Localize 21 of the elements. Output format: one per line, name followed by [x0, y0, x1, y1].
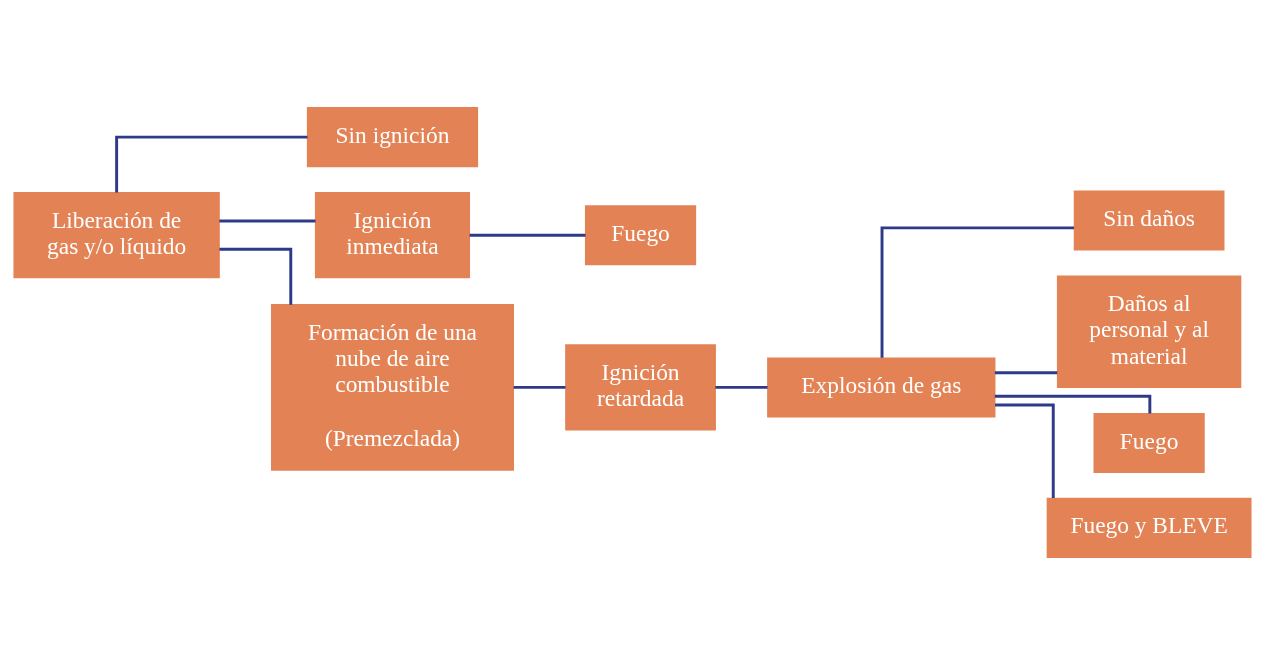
- node-box: Fuego: [584, 204, 697, 265]
- node-box: Daños al personal y al material: [1056, 274, 1242, 388]
- connector: [715, 385, 768, 389]
- connector: [115, 135, 308, 192]
- node-box: Ignición inmediata: [314, 191, 471, 278]
- connector: [513, 385, 566, 389]
- connector: [469, 233, 586, 237]
- node-box: Sin daños: [1073, 190, 1225, 251]
- node-box: Explosión de gas: [767, 356, 996, 417]
- connector: [219, 247, 293, 305]
- node-box: Sin ignición: [306, 106, 479, 167]
- node-box: Fuego y BLEVE: [1046, 497, 1252, 558]
- node-box: Formación de una nube de aire combustible (Premezclada): [271, 303, 514, 471]
- node-box: Fuego: [1093, 412, 1205, 473]
- connector: [219, 219, 316, 222]
- connector: [880, 225, 1074, 358]
- node-box: Liberación de gas y/o líquido: [13, 191, 220, 278]
- connector: [994, 370, 1058, 374]
- connector: [995, 402, 1055, 498]
- node-box: Ignición retardada: [565, 343, 716, 431]
- connector: [994, 394, 1152, 414]
